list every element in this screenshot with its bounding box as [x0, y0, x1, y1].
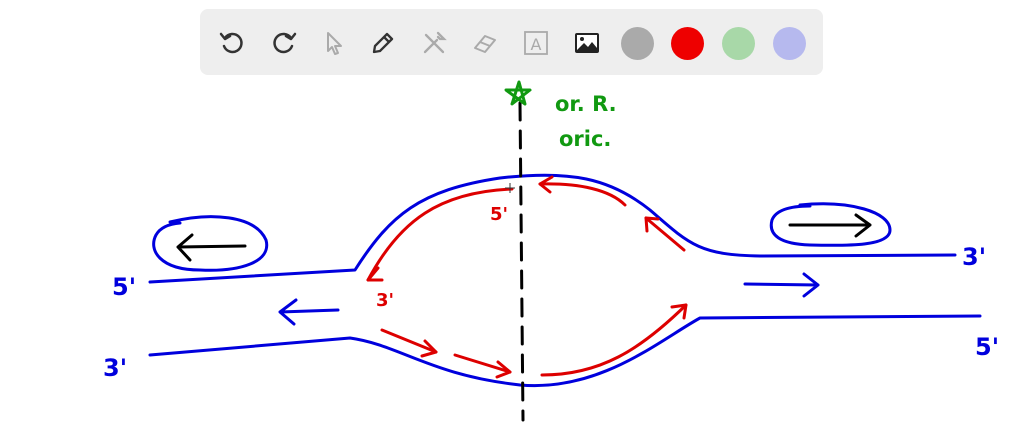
new-strand-bottom-fragment-2-arrowhead — [495, 360, 512, 379]
select-button[interactable] — [317, 26, 351, 60]
right-circle-outline — [769, 202, 892, 247]
new-strand-bottom-right-arrowhead — [670, 303, 688, 320]
new-strand-right-fragment — [644, 216, 686, 252]
cursor-crosshair — [505, 183, 515, 193]
svg-text:A: A — [531, 35, 542, 54]
new-strand-right-fragment-arrowhead — [644, 216, 660, 233]
bottom-parent-strand — [148, 314, 982, 388]
origin-dashed-line — [518, 101, 525, 422]
new-strand-top-right-arrowhead — [538, 175, 554, 194]
new-strand-5-prime-label: 5' — [490, 204, 508, 225]
new-strand-3-prime-label: 3' — [376, 290, 394, 311]
undo-button[interactable] — [215, 26, 249, 60]
new-strand-bottom-fragment-2 — [453, 353, 512, 374]
left-circle-outline — [152, 215, 269, 272]
color-swatch-red[interactable] — [671, 27, 704, 60]
new-strand-top-left — [366, 187, 514, 282]
new-strand-bottom-right — [540, 303, 688, 377]
right-top-end-label: 3' — [962, 243, 986, 271]
left-bottom-end-label: 3' — [103, 354, 127, 382]
left-fork-black-arrow — [176, 233, 247, 262]
tools-icon — [423, 31, 447, 54]
drawing-toolbar: A — [200, 9, 823, 75]
origin-label-line1: or. R. — [555, 92, 617, 116]
select-pointer-icon — [327, 32, 342, 55]
pencil-icon — [372, 32, 394, 54]
new-strand-bottom-fragment-1 — [380, 328, 438, 354]
new-strand-top-right — [538, 182, 627, 207]
left-top-end-label: 5' — [112, 273, 136, 301]
color-swatch-lavender[interactable] — [773, 27, 806, 60]
redo-button[interactable] — [267, 26, 301, 60]
top-parent-strand — [148, 173, 957, 284]
origin-star-icon — [504, 80, 532, 106]
left-direction-arrow — [278, 298, 340, 326]
image-button[interactable] — [570, 26, 604, 60]
undo-icon — [219, 32, 243, 54]
eraser-button[interactable] — [468, 26, 502, 60]
eraser-icon — [474, 35, 496, 53]
new-strand-top-left-arrowhead — [366, 266, 384, 282]
color-swatch-gray[interactable] — [621, 27, 654, 60]
redo-icon — [273, 32, 297, 54]
new-strand-bottom-fragment-1-arrowhead — [420, 339, 438, 358]
color-swatch-green[interactable] — [722, 27, 755, 60]
text-button[interactable]: A — [519, 26, 553, 60]
image-icon — [575, 33, 599, 53]
pencil-button[interactable] — [366, 26, 400, 60]
text-tool-icon: A — [524, 31, 548, 55]
right-fork-black-arrow — [788, 213, 872, 238]
right-bottom-end-label: 5' — [975, 333, 999, 361]
tools-button[interactable] — [417, 26, 451, 60]
right-direction-arrow — [743, 272, 820, 298]
origin-label-line2: oric. — [559, 127, 611, 151]
